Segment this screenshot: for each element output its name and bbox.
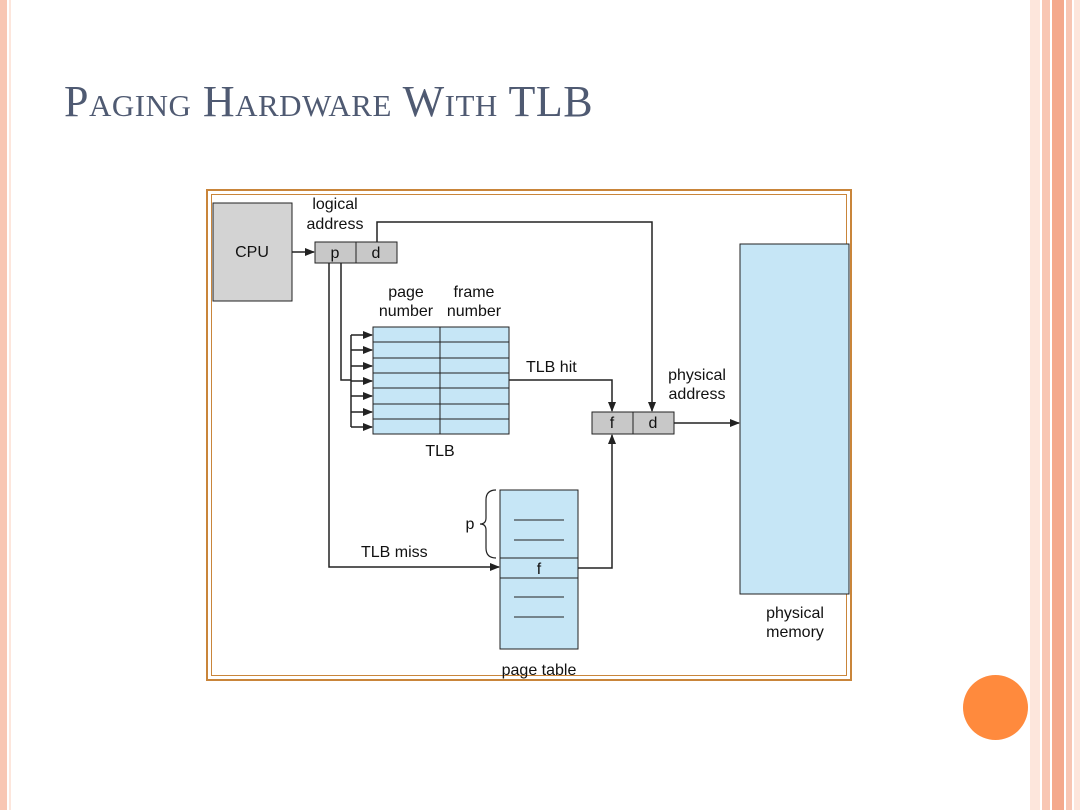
right-stripe-3 <box>1052 0 1064 810</box>
d-offset-path <box>376 221 656 412</box>
page-number-label-2: number <box>379 303 434 320</box>
physical-address-label-2: address <box>669 386 726 403</box>
frame-number-label-1: frame <box>454 284 495 301</box>
cpu-label: CPU <box>235 244 269 261</box>
page-table-to-frame-path <box>578 434 616 569</box>
page-number-label-1: page <box>388 284 424 301</box>
tlb-label: TLB <box>425 443 454 460</box>
tlb-hit-path <box>509 379 616 412</box>
logical-d-label: d <box>372 245 381 262</box>
frame-number-label-2: number <box>447 303 502 320</box>
page-table-p-brace <box>479 489 497 559</box>
physical-memory-box <box>739 243 850 595</box>
decorative-orange-circle <box>963 675 1028 740</box>
right-stripe-4 <box>1066 0 1072 810</box>
cpu-box <box>212 202 293 302</box>
tlb-miss-label: TLB miss <box>361 544 428 561</box>
right-stripe-1 <box>1030 0 1040 810</box>
physical-address-label-1: physical <box>668 367 726 384</box>
right-stripe-2 <box>1042 0 1050 810</box>
paging-tlb-diagram: CPU logical address p d page number fram… <box>212 196 850 679</box>
slide-title: Paging Hardware With TLB <box>64 77 594 126</box>
tlb-fanout-arrows <box>351 331 373 431</box>
p-to-tlb-path <box>340 263 351 381</box>
tlb-hit-label: TLB hit <box>526 359 577 376</box>
tlb-miss-path <box>328 263 500 571</box>
diagram-frame: CPU logical address p d page number fram… <box>206 189 852 681</box>
physical-memory-label-1: physical <box>766 605 824 622</box>
physical-d-label: d <box>649 415 658 432</box>
physical-memory-label-2: memory <box>766 624 824 641</box>
page-table-label: page table <box>502 662 577 679</box>
physical-f-label: f <box>610 415 615 432</box>
right-decorative-stripes <box>1030 0 1080 810</box>
logical-address-label-1: logical <box>312 196 357 213</box>
page-table-p-label: p <box>466 516 475 533</box>
right-stripe-5 <box>1074 0 1080 810</box>
left-decorative-stripe-thin <box>9 0 11 810</box>
logical-address-label-2: address <box>307 216 364 233</box>
page-table-f-label: f <box>537 561 542 578</box>
page-table <box>499 489 579 650</box>
left-decorative-stripe <box>0 0 7 810</box>
logical-p-label: p <box>331 245 340 262</box>
tlb-table <box>372 326 510 435</box>
